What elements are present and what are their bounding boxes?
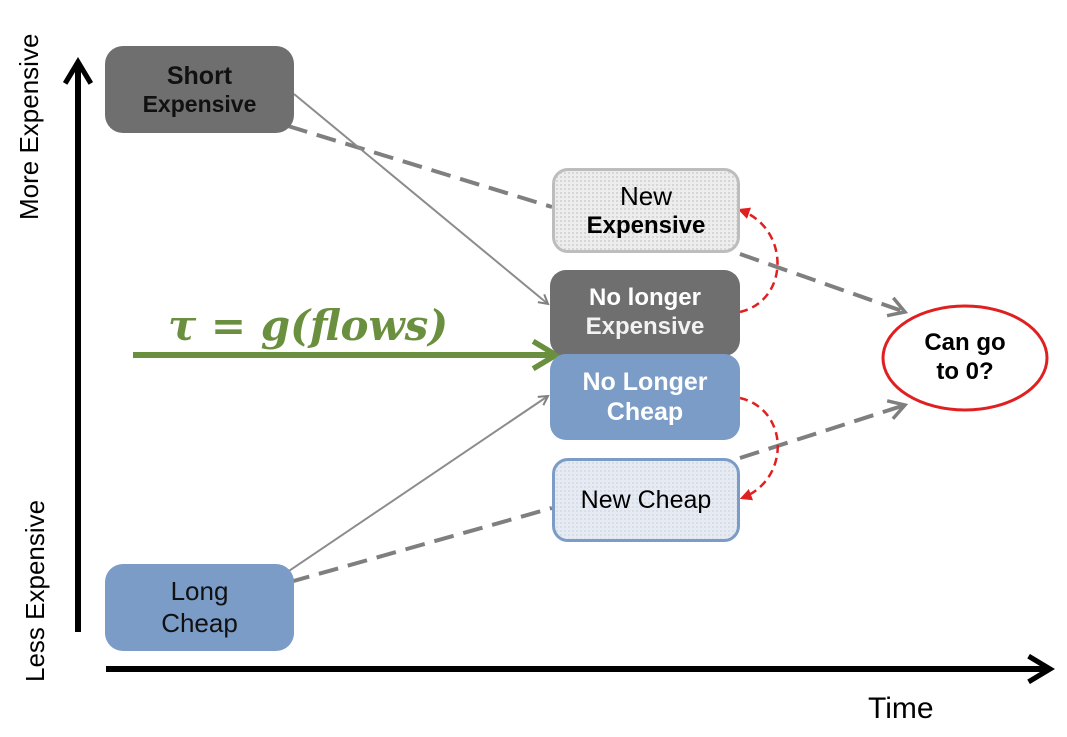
can-go-to-zero-label: Can go to 0? xyxy=(900,318,1030,398)
dash-new-expensive-to-zero xyxy=(739,252,909,318)
new-expensive-line2: Expensive xyxy=(586,211,706,239)
x-axis-label: Time xyxy=(868,692,934,725)
no-longer-cheap-box: No Longer Cheap xyxy=(550,354,740,440)
no-longer-expensive-line2: Expensive xyxy=(585,313,705,340)
short-expensive-box: Short Expensive xyxy=(105,46,294,133)
short-expensive-line1: Short xyxy=(166,61,233,90)
long-cheap-box: Long Cheap xyxy=(105,564,294,651)
y-axis-top-label: More Expensive xyxy=(14,33,44,220)
no-longer-expensive-box: No longer Expensive xyxy=(550,270,740,356)
formula: τ = g(flows) xyxy=(168,301,448,350)
short-expensive-line2: Expensive xyxy=(142,90,257,117)
can-go-to-zero-line2: to 0? xyxy=(936,358,994,385)
dash-short-to-new-expensive xyxy=(287,124,553,209)
arrow-short-to-no-longer-expensive xyxy=(293,93,548,304)
long-cheap-line1: Long xyxy=(170,576,229,607)
new-cheap-box: New Cheap xyxy=(552,458,740,542)
can-go-to-zero-ellipse xyxy=(881,304,1049,412)
red-arrow-lower xyxy=(739,396,779,501)
long-cheap-line2: Cheap xyxy=(161,607,238,638)
red-arrow-upper xyxy=(737,207,779,314)
no-longer-cheap-line2: Cheap xyxy=(606,398,684,426)
new-expensive-box: New Expensive xyxy=(552,168,740,253)
no-longer-cheap-line1: No Longer xyxy=(582,368,708,396)
can-go-to-zero-line1: Can go xyxy=(924,329,1006,357)
y-axis-bottom-label: Less Expensive xyxy=(20,499,50,682)
no-longer-expensive-line1: No longer xyxy=(589,284,701,312)
new-cheap-line1: New Cheap xyxy=(580,486,712,514)
new-expensive-line1: New xyxy=(619,180,672,211)
dash-long-to-new-cheap xyxy=(289,506,553,584)
arrow-long-to-no-longer-cheap xyxy=(239,396,548,605)
